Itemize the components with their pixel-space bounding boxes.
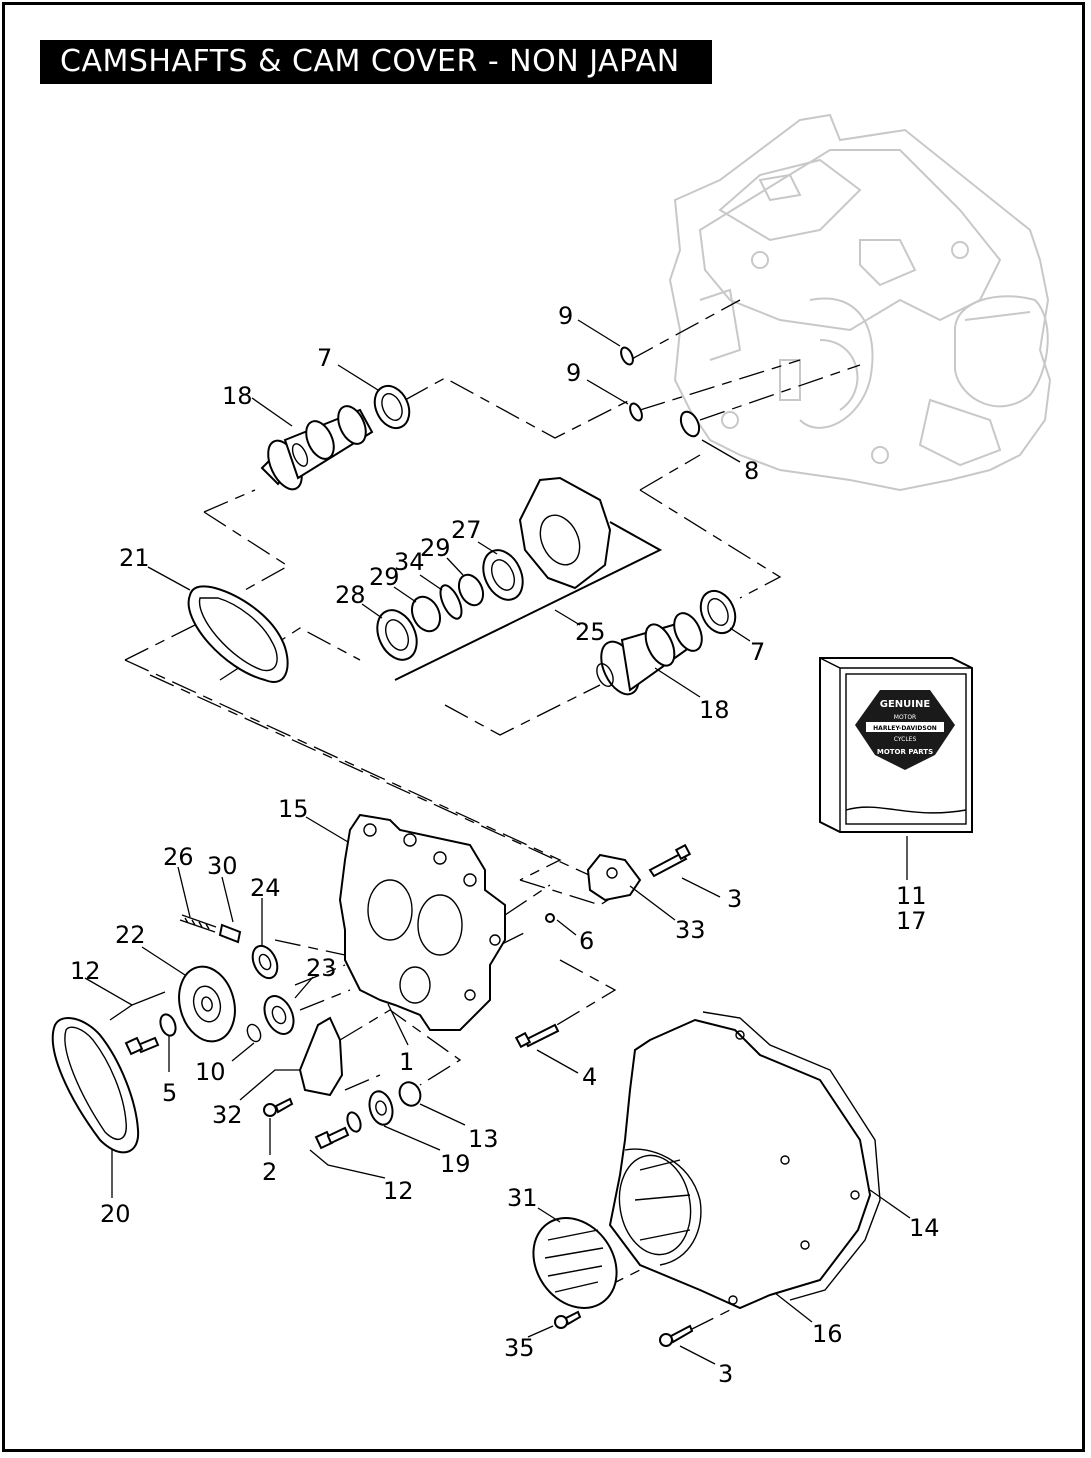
callout-8: 8 (744, 457, 759, 485)
callout-25: 25 (575, 618, 606, 646)
badge-line3: HARLEY-DAVIDSON (873, 725, 937, 732)
harley-davidson-logo: GENUINE MOTOR HARLEY-DAVIDSON CYCLES MOT… (855, 690, 955, 770)
callout-31: 31 (507, 1184, 538, 1212)
callout-29: 29 (369, 563, 400, 591)
callout-33: 33 (675, 916, 706, 944)
screw-2 (263, 1097, 294, 1117)
timer-cover (532, 1217, 618, 1309)
callout-14: 14 (909, 1214, 940, 1242)
cam-cover (608, 1011, 881, 1310)
callout-11: 11 (896, 882, 927, 910)
callout-26: 26 (163, 843, 194, 871)
sprocket-22 (178, 965, 236, 1043)
badge-line1: GENUINE (880, 699, 931, 710)
callout-2: 2 (262, 1158, 277, 1186)
callout-27: 27 (451, 516, 482, 544)
callout-21: 21 (119, 544, 150, 572)
callout-6: 6 (579, 927, 594, 955)
callout-9: 9 (558, 302, 573, 330)
callout-13: 13 (468, 1125, 499, 1153)
roller-bearing-lower (699, 589, 737, 635)
callout-12: 12 (70, 957, 101, 985)
callout-23: 23 (306, 954, 337, 982)
callout-7: 7 (317, 344, 332, 372)
callout-3: 3 (727, 885, 742, 913)
callout-9: 9 (566, 359, 581, 387)
crankcase-ghost (668, 113, 1052, 492)
callout-18: 18 (699, 696, 730, 724)
callout-30: 30 (207, 852, 238, 880)
page-title: CAMSHAFTS & CAM COVER - NON JAPAN (40, 40, 712, 84)
callout-29: 29 (420, 534, 451, 562)
callout-7: 7 (750, 638, 765, 666)
o-rings (620, 346, 701, 438)
leader-lines (84, 319, 911, 1365)
callout-34: 34 (394, 548, 425, 576)
callout-28: 28 (335, 581, 366, 609)
screw-35 (554, 1310, 582, 1329)
callout-35: 35 (504, 1334, 535, 1362)
rear-camshaft (260, 405, 374, 491)
callout-4: 4 (582, 1063, 597, 1091)
badge-line2: MOTOR (894, 714, 916, 721)
callout-16: 16 (812, 1320, 843, 1348)
callout-5: 5 (162, 1079, 177, 1107)
bolt-washer-12-5 (124, 1013, 177, 1056)
callout-12: 12 (383, 1177, 414, 1205)
bearing-kit (376, 476, 663, 681)
cam-chain-secondary (187, 585, 289, 683)
callout-1: 1 (399, 1048, 414, 1076)
screw-3-upper (648, 843, 692, 878)
ball-6 (545, 913, 555, 923)
chain-tensioner-33 (586, 853, 642, 902)
callout-19: 19 (440, 1150, 471, 1178)
front-camshaft (596, 612, 703, 696)
callout-32: 32 (212, 1101, 243, 1129)
crank-sprocket-group (314, 1081, 422, 1150)
callout-18: 18 (222, 382, 253, 410)
callout-labels: 9 9 7 18 8 27 29 34 29 21 28 25 7 18 15 … (70, 302, 940, 1388)
callout-17: 17 (896, 907, 927, 935)
screw-3-lower (659, 1324, 694, 1347)
callout-24: 24 (250, 874, 281, 902)
oil-pump-components (179, 914, 295, 1043)
callout-20: 20 (100, 1200, 131, 1228)
roller-bearing-upper (373, 384, 411, 430)
callout-22: 22 (115, 921, 146, 949)
callout-3: 3 (718, 1360, 733, 1388)
badge-line4: CYCLES (894, 736, 917, 743)
badge-line5: MOTOR PARTS (877, 748, 933, 756)
callout-10: 10 (195, 1058, 226, 1086)
cam-chain-primary (51, 1016, 140, 1154)
chain-tensioner-32 (298, 1016, 344, 1097)
bolt-4 (514, 1023, 560, 1049)
cam-support-plate (338, 813, 506, 1031)
callout-15: 15 (278, 795, 309, 823)
